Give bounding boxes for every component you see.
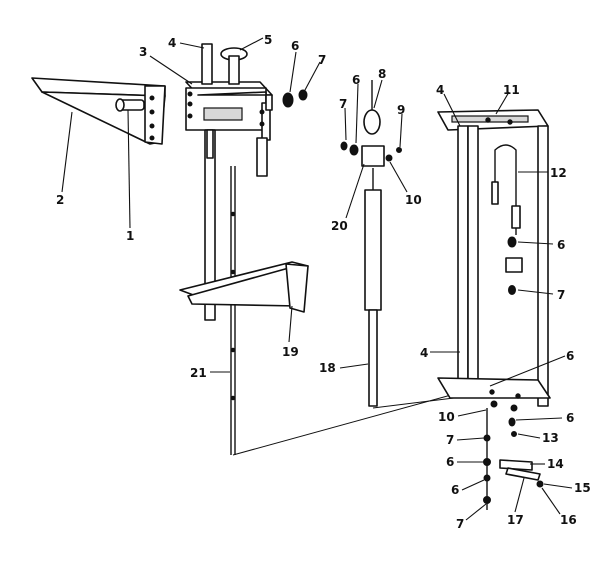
callout-18: 18 [319,361,336,375]
callout-6-post: 6 [557,238,565,252]
leader-lines [61,37,573,521]
callout-6-yoke: 6 [352,73,360,87]
callout-7-carriage: 7 [318,53,326,67]
callout-6-stack-a: 6 [446,455,454,469]
part-3-carriage-block [185,81,273,141]
part-18-center-rod [364,168,382,407]
callout-6-base: 6 [566,349,574,363]
callout-9: 9 [397,103,405,117]
callout-7-stack-a: 7 [446,433,454,447]
right-post-hardware [505,236,523,295]
callout-labels: 2 1 3 4 5 6 7 7 6 8 9 10 20 4 11 12 6 7 … [56,33,591,531]
callout-3: 3 [139,45,147,59]
callout-14: 14 [547,457,564,471]
callout-17: 17 [507,513,524,527]
callout-10-yoke: 10 [405,193,422,207]
callout-21: 21 [190,366,207,380]
callout-10-base: 10 [438,410,455,424]
callout-13: 13 [542,431,559,445]
callout-7-post: 7 [557,288,565,302]
right-frame-posts [457,125,549,407]
part-21-lead-screw [230,166,236,455]
callout-7-stack-b: 7 [456,517,464,531]
callout-4-right-top: 4 [436,83,444,97]
callout-12: 12 [550,166,567,180]
callout-11: 11 [503,83,520,97]
assembly-line-21 [232,391,463,456]
right-frame-base [437,377,551,412]
callout-6-carriage: 6 [291,39,299,53]
callout-8: 8 [378,67,386,81]
part-6-7-carriage-washers [282,89,308,108]
callout-4-top: 4 [168,36,176,50]
part-20-yoke [340,141,402,167]
part-11-top-cap [437,109,549,131]
callout-5: 5 [264,33,272,47]
callout-1: 1 [126,229,134,243]
callout-16: 16 [560,513,577,527]
part-14-17-link [499,459,544,488]
part-19-lower-bracket [179,261,309,313]
callout-15: 15 [574,481,591,495]
part-12-spring [491,144,521,235]
callout-6-stack-b: 6 [451,483,459,497]
part-2-upper-bracket [31,77,166,145]
part-1-pin [115,98,145,112]
callout-20: 20 [331,219,348,233]
carriage-rods [201,43,268,321]
callout-19: 19 [282,345,299,359]
callout-6-base-right: 6 [566,411,574,425]
callout-2: 2 [56,193,64,207]
part-8-lever [363,80,381,135]
callout-7-yoke: 7 [339,97,347,111]
bottom-hardware-stack [483,408,517,510]
part-5-knob [220,47,248,85]
callout-4-right-mid: 4 [420,346,428,360]
